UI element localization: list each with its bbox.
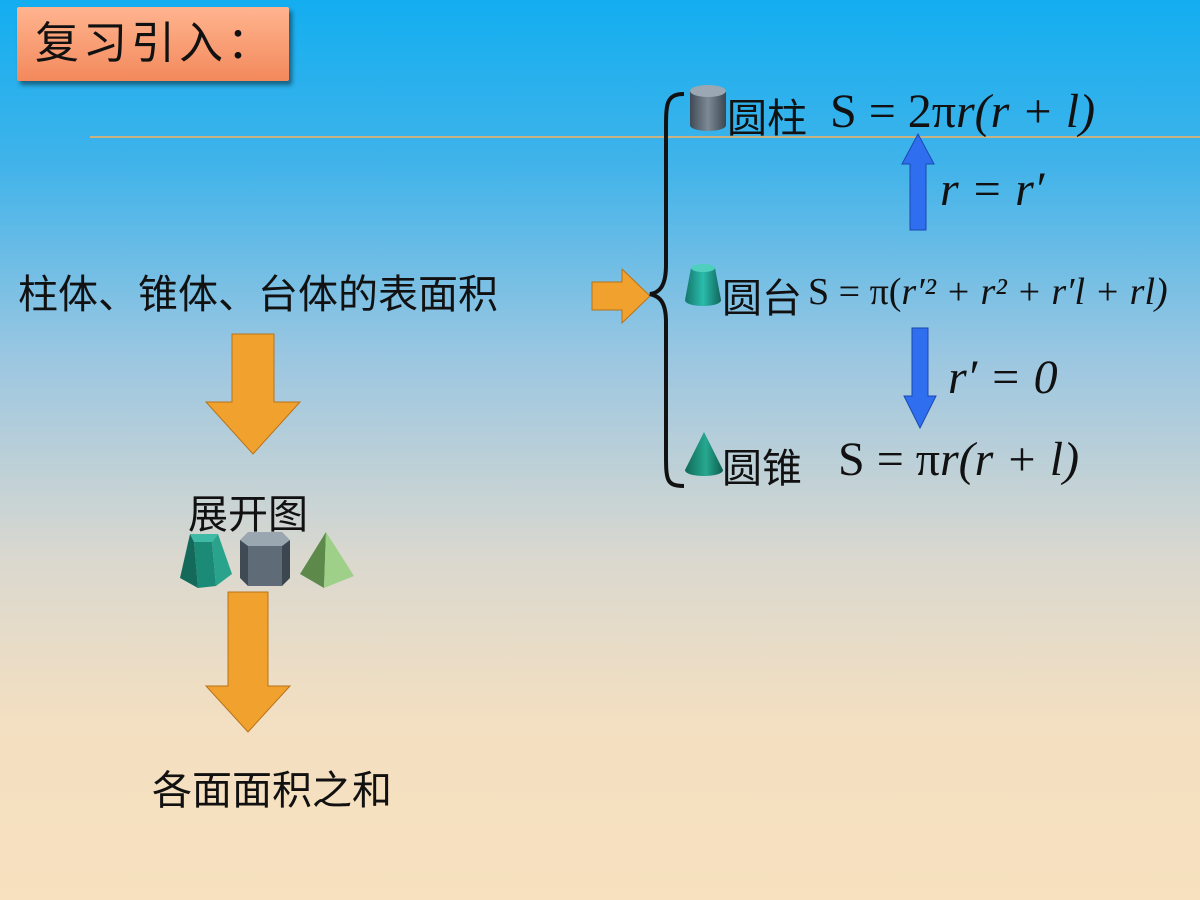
- right-arrow-icon: [591, 267, 651, 325]
- cylinder-icon: [690, 85, 726, 131]
- curly-brace: [649, 92, 685, 488]
- title-box: 复习引入：: [17, 7, 289, 81]
- cylinder-name: 圆柱: [727, 96, 807, 142]
- net-label: 展开图: [188, 492, 308, 538]
- prism-frustum-icon: [180, 534, 232, 588]
- cylinder-formula: S = 2πr(r + l): [830, 85, 1096, 138]
- transition-down: r′ = 0: [948, 351, 1058, 404]
- up-arrow-icon: [901, 132, 935, 231]
- down-arrow-icon: [903, 327, 937, 430]
- cone-icon: [685, 432, 723, 476]
- frustum-icon: [685, 264, 721, 306]
- cone-formula: S = πr(r + l): [838, 433, 1080, 486]
- down-arrow-icon: [204, 333, 302, 455]
- prism-icon: [240, 532, 290, 586]
- pyramid-icon: [300, 532, 354, 588]
- page-title: 复习引入：: [35, 18, 275, 69]
- down-arrow-icon: [204, 591, 292, 733]
- divider-line: [90, 136, 1200, 138]
- cone-name: 圆锥: [722, 446, 802, 492]
- frustum-name: 圆台: [722, 276, 802, 322]
- topic-text: 柱体、锥体、台体的表面积: [18, 272, 498, 318]
- transition-up: r = r′: [940, 163, 1045, 216]
- frustum-formula: S = π(r′² + r² + r′l + rl): [808, 271, 1168, 313]
- sum-label: 各面面积之和: [152, 768, 392, 814]
